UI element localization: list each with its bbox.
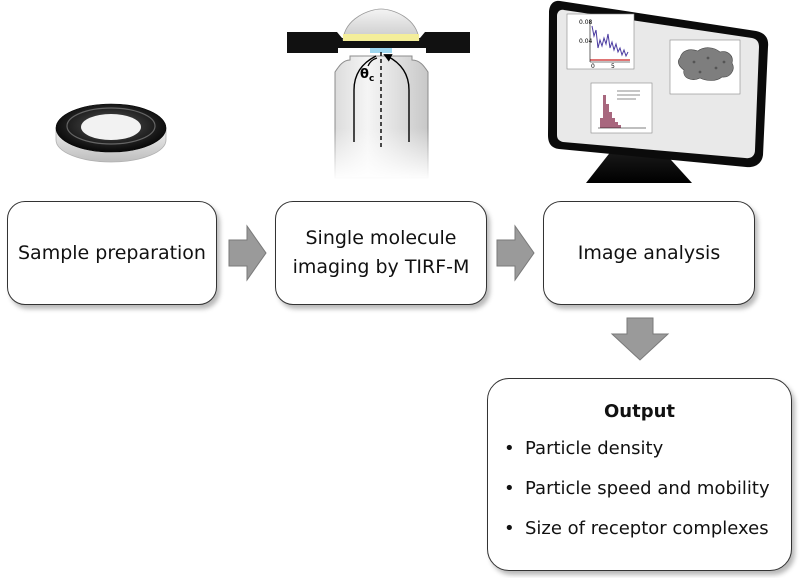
output-list: Particle density Particle speed and mobi… xyxy=(504,437,770,557)
histogram-thumbnail xyxy=(590,82,653,134)
step-single-molecule-imaging: Single molecule imaging by TIRF-M xyxy=(275,201,487,305)
list-item: Particle density xyxy=(504,437,770,477)
trace-plot-thumbnail: 0.08 0.04 0 5 xyxy=(566,13,635,70)
monitor-icon: 0.08 0.04 0 5 xyxy=(548,0,769,183)
flow-arrow-down xyxy=(610,317,670,361)
step-label: Sample preparation xyxy=(18,241,206,264)
list-item: Particle speed and mobility xyxy=(504,477,770,517)
angle-label: θc xyxy=(360,67,374,84)
output-title: Output xyxy=(603,401,676,422)
step-label: Image analysis xyxy=(577,241,721,264)
step-label: Single molecule imaging by TIRF-M xyxy=(292,227,470,278)
svg-text:0.04: 0.04 xyxy=(579,38,593,45)
flow-arrow-2 xyxy=(496,224,535,282)
svg-text:5: 5 xyxy=(611,63,615,70)
tirf-microscope-icon: θc xyxy=(287,8,470,180)
svg-text:0: 0 xyxy=(591,63,595,70)
list-item: Size of receptor complexes xyxy=(504,517,770,557)
output-box: Output Particle density Particle speed a… xyxy=(487,378,792,571)
svg-text:0.08: 0.08 xyxy=(579,19,593,26)
step-image-analysis: Image analysis xyxy=(543,201,755,305)
flow-arrow-1 xyxy=(228,224,267,282)
cell-image-thumbnail xyxy=(669,39,741,95)
petri-dish-icon xyxy=(55,103,167,163)
step-sample-preparation: Sample preparation xyxy=(7,201,217,305)
